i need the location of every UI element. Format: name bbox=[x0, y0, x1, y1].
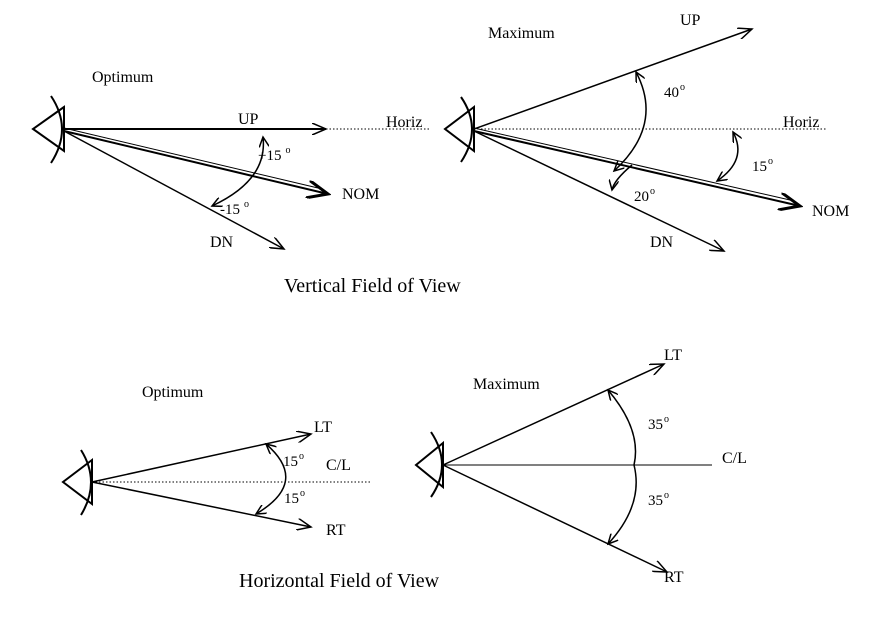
lt-line bbox=[91, 434, 311, 483]
eye-icon bbox=[61, 449, 93, 516]
dn-line bbox=[63, 130, 284, 249]
rt-label: RT bbox=[326, 522, 346, 539]
eye-icon bbox=[443, 96, 475, 163]
lt-line bbox=[442, 364, 664, 466]
maximum-label: Maximum bbox=[473, 376, 540, 393]
horizontal-title: Horizontal Field of View bbox=[239, 570, 440, 592]
nom-label: NOM bbox=[342, 186, 379, 203]
rt-angle-label: 35o bbox=[648, 490, 669, 509]
lt-label: LT bbox=[664, 347, 682, 364]
up-line bbox=[473, 29, 752, 130]
vertical-title: Vertical Field of View bbox=[284, 275, 461, 297]
nom-angle-arc bbox=[717, 132, 738, 181]
dn-line bbox=[473, 130, 724, 251]
dn-label: DN bbox=[210, 234, 234, 251]
up-angle-arc bbox=[614, 72, 647, 171]
rt-line bbox=[442, 464, 667, 572]
cl-label: C/L bbox=[326, 457, 351, 474]
rt-angle-arc bbox=[608, 464, 637, 544]
dn-angle-arc bbox=[612, 164, 633, 190]
lt-angle-label: 15o bbox=[283, 451, 304, 470]
eye-icon bbox=[31, 95, 65, 164]
dn-angle-label: 20o bbox=[634, 186, 655, 205]
up-angle-label: 40o bbox=[664, 82, 685, 101]
nom-line-inner bbox=[63, 127, 319, 189]
rt-line bbox=[91, 481, 311, 527]
up-label: UP bbox=[238, 111, 259, 128]
eye-icon bbox=[414, 431, 444, 498]
rt-angle-label: 15o bbox=[284, 488, 305, 507]
dn-label: DN bbox=[650, 234, 674, 251]
up-label: UP bbox=[680, 12, 701, 29]
horiz-label: Horiz bbox=[783, 114, 819, 131]
optimum-label: Optimum bbox=[92, 69, 154, 86]
lt-label: LT bbox=[314, 419, 332, 436]
optimum-label: Optimum bbox=[142, 384, 204, 401]
horiz-label: Horiz bbox=[386, 114, 422, 131]
horizontal-optimum-panel: Optimum LT C/L RT 15o 15o bbox=[61, 384, 372, 539]
cl-label: C/L bbox=[722, 450, 747, 467]
lt-angle-arc bbox=[608, 390, 637, 466]
angle-arc bbox=[256, 444, 287, 514]
nom-angle-label: 15o bbox=[752, 156, 773, 175]
nom-label: NOM bbox=[812, 203, 849, 220]
maximum-label: Maximum bbox=[488, 25, 555, 42]
lt-angle-label: 35o bbox=[648, 414, 669, 433]
horizontal-maximum-panel: Maximum LT C/L RT 35o 35o bbox=[414, 347, 747, 586]
vertical-maximum-panel: Maximum UP Horiz NOM DN 40o 15o 20o bbox=[443, 12, 849, 251]
nom-line-inner bbox=[473, 127, 791, 201]
nom-line bbox=[63, 130, 328, 194]
angle-arc bbox=[212, 137, 263, 206]
rt-label: RT bbox=[664, 569, 684, 586]
